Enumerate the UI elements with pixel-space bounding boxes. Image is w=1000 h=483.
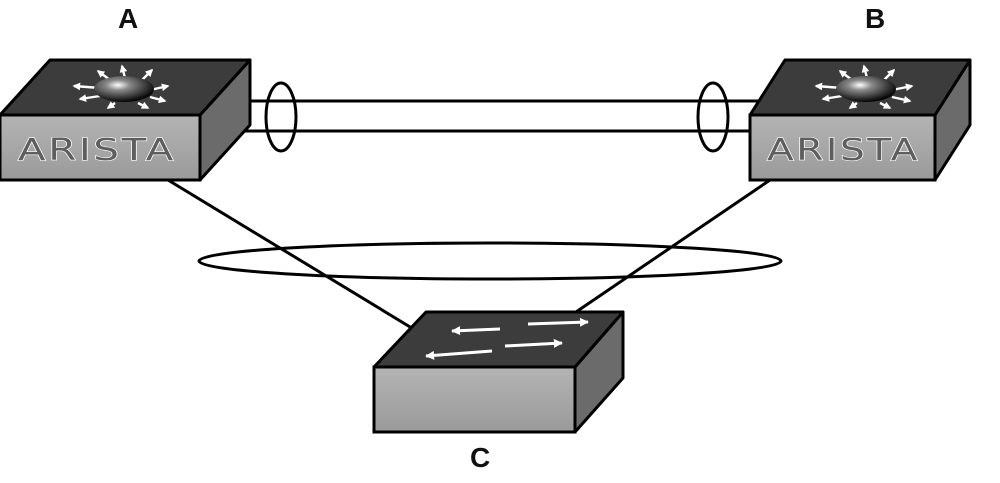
switch-c: C [372, 310, 625, 473]
switch-b-brand: ARISTA [767, 133, 920, 168]
link-a-c [167, 178, 421, 335]
switch-arrows-icon [425, 317, 589, 360]
bundle-ellipse-a [264, 81, 298, 153]
switch-b-front [748, 113, 937, 182]
switch-a: ARISTA A [0, 3, 252, 182]
router-dome-icon [94, 76, 154, 102]
switch-a-brand: ARISTA [18, 133, 176, 168]
switch-c-front [372, 365, 577, 434]
bundle-ellipse-b [696, 81, 730, 153]
router-dome-icon [836, 76, 896, 102]
bundle-markers [197, 81, 783, 281]
node-label-a: A [118, 3, 138, 34]
node-label-c: C [470, 442, 490, 473]
switch-b-router-emblem [814, 64, 914, 110]
bundle-ellipse-c [197, 241, 783, 281]
switch-a-front [0, 113, 202, 182]
switch-a-router-emblem [72, 64, 170, 110]
switch-b: ARISTA B [748, 3, 972, 182]
node-label-b: B [865, 3, 885, 34]
links [167, 99, 771, 335]
